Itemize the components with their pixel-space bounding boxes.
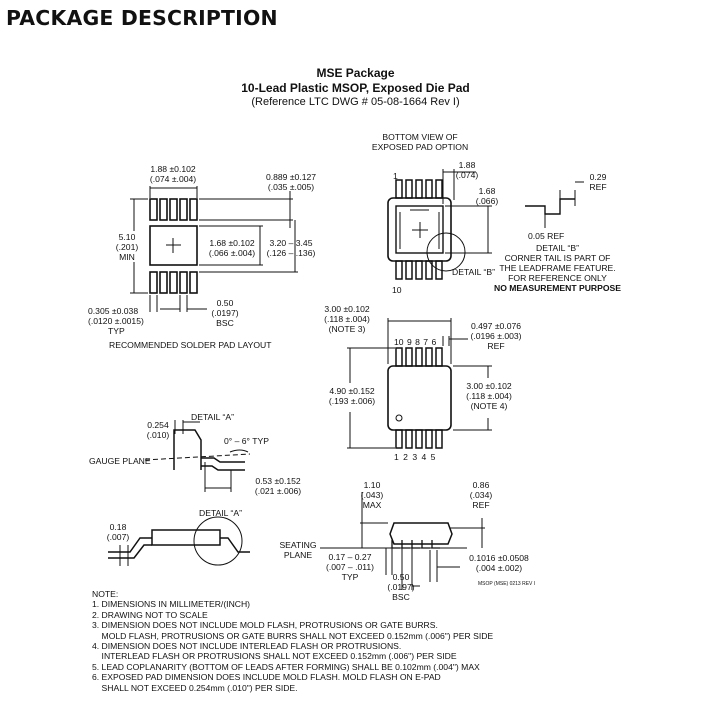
- detail-a-dim-1: 0.254(.010): [146, 420, 170, 440]
- solder-pad-dim-2: 0.889 ±0.127(.035 ±.005): [265, 172, 317, 192]
- note-line: SHALL NOT EXCEED 0.254mm (.010") PER SID…: [92, 682, 298, 693]
- top-view-pins-bottom: 1 2 3 4 5: [394, 452, 436, 462]
- detail-b-ref-2: 0.05 REF: [528, 231, 565, 241]
- section-heading: PACKAGE DESCRIPTION: [6, 6, 278, 30]
- top-view-dim-4: 3.00 ±0.102(.118 ±.004)(NOTE 4): [466, 381, 512, 411]
- lead-thickness-dim: 0.18(.007): [106, 522, 130, 542]
- detail-a-dim-2: 0.53 ±0.152(.021 ±.006): [254, 476, 302, 496]
- solder-pad-dim-7: 0.50(.0197)BSC: [211, 298, 239, 328]
- solder-pad-dim-5: 3.20 – 3.45(.126 – .136): [266, 238, 316, 258]
- package-subtitle: 10-Lead Plastic MSOP, Exposed Die Pad: [241, 81, 470, 95]
- top-view-dim-2: 0.497 ±0.076(.0196 ±.003)REF: [470, 321, 522, 351]
- detail-a-angle: 0° – 6° TYP: [224, 436, 269, 446]
- gauge-plane-label: GAUGE PLANE: [89, 456, 151, 466]
- notes-block: NOTE: 1. DIMENSIONS IN MILLIMETER/(INCH)…: [92, 589, 493, 693]
- package-name: MSE Package: [316, 66, 395, 80]
- detail-b-callout: DETAIL “B”: [452, 267, 495, 277]
- note-line: 5. LEAD COPLANARITY (BOTTOM OF LEADS AFT…: [92, 661, 480, 672]
- side-view-dim-4: 0.50(.0197)BSC: [387, 572, 415, 602]
- top-view-dim-1: 3.00 ±0.102(.118 ±.004)(NOTE 3): [324, 304, 370, 334]
- detail-b-notes: DETAIL “B” CORNER TAIL IS PART OF THE LE…: [493, 243, 621, 293]
- bottom-view: [387, 169, 584, 280]
- top-view-dim-3: 4.90 ±0.152(.193 ±.006): [328, 386, 376, 406]
- note-line: 3. DIMENSION DOES NOT INCLUDE MOLD FLASH…: [92, 620, 438, 631]
- note-line: 4. DIMENSION DOES NOT INCLUDE INTERLEAD …: [92, 641, 402, 652]
- drawing-code: MSOP (MSE) 0213 REV I: [478, 581, 536, 587]
- side-view-dim-3: 0.17 – 0.27(.007 – .011)TYP: [325, 552, 375, 582]
- solder-pad-caption: RECOMMENDED SOLDER PAD LAYOUT: [109, 340, 272, 350]
- bottom-view-dim-1: 1.88(.074): [455, 160, 479, 180]
- top-view-pins-top: 10 9 8 7 6: [394, 337, 437, 347]
- note-line: MOLD FLASH, PROTRUSIONS OR GATE BURRS SH…: [92, 630, 494, 641]
- solder-pad-layout: [130, 186, 298, 312]
- bottom-view-dim-2: 1.68(.066): [475, 186, 499, 206]
- detail-a-label: DETAIL “A”: [191, 412, 234, 422]
- note-line: 6. EXPOSED PAD DIMENSION DOES INCLUDE MO…: [92, 672, 441, 683]
- solder-pad-dim-6: 0.305 ±0.038(.0120 ±.0015)TYP: [88, 306, 144, 336]
- package-reference: (Reference LTC DWG # 05-08-1664 Rev I): [251, 96, 460, 108]
- solder-pad-dim-3: 5.10(.201)MIN: [115, 232, 139, 262]
- side-view: [320, 492, 485, 590]
- side-view-dim-2: 0.86(.034)REF: [469, 480, 493, 510]
- bottom-view-pin-1: 1: [393, 171, 398, 181]
- detail-a-callout: DETAIL “A”: [199, 508, 242, 518]
- notes-title: NOTE:: [92, 589, 119, 599]
- solder-pad-dim-4: 1.68 ±0.102(.066 ±.004): [208, 238, 256, 258]
- top-view: [347, 318, 492, 449]
- note-line: INTERLEAD FLASH OR PROTRUSIONS SHALL NOT…: [92, 651, 457, 662]
- detail-a-gauge: [144, 420, 251, 492]
- note-line: 2. DRAWING NOT TO SCALE: [92, 609, 208, 620]
- side-view-dim-1: 1.10(.043)MAX: [360, 480, 384, 510]
- side-view-dim-5: 0.1016 ±0.0508(.004 ±.002): [469, 553, 529, 573]
- solder-pad-dim-1: 1.88 ±0.102(.074 ±.004): [149, 164, 197, 184]
- side-lead-detail: [108, 516, 250, 566]
- bottom-view-pin-10: 10: [392, 285, 402, 295]
- note-line: 1. DIMENSIONS IN MILLIMETER/(INCH): [92, 599, 251, 610]
